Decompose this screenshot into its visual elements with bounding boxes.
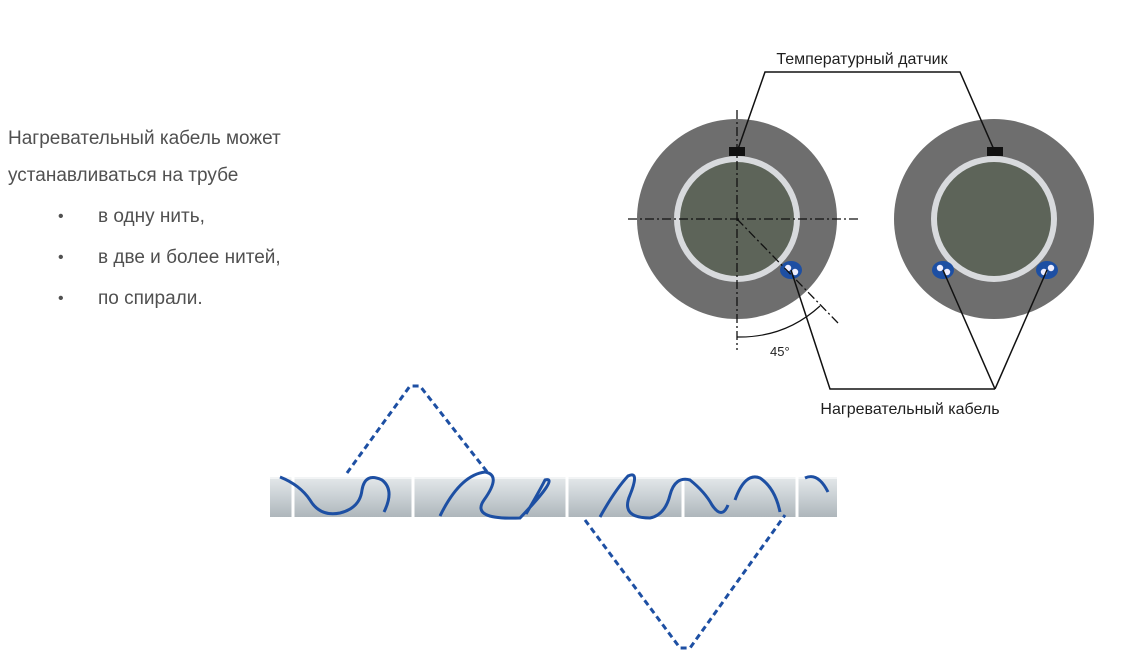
- pipe-body: [270, 477, 837, 517]
- cable-core: [943, 268, 951, 276]
- dashed-cable-path-lower: [583, 514, 787, 650]
- installation-options-list: • в одну нить, • в две и более нитей, • по …: [8, 196, 368, 319]
- angle-axis-line: [736, 218, 839, 324]
- list-item: • по спирали.: [8, 278, 368, 319]
- list-item: • в одну нить,: [8, 196, 368, 237]
- list-item: • в две и более нитей,: [8, 237, 368, 278]
- cable-core: [791, 268, 799, 276]
- angle-arc: [736, 305, 821, 338]
- cable-label: Нагревательный кабель: [820, 401, 999, 418]
- cross-section-single-cable: 45°: [628, 110, 860, 359]
- cable-core: [936, 264, 944, 272]
- spiral-cable-segment: [733, 475, 830, 513]
- cross-section-double-cable: [894, 119, 1094, 319]
- spiral-cable-segment: [279, 475, 391, 516]
- dashed-cable-path-upper: [345, 384, 490, 474]
- cable-leader-line: [790, 269, 995, 390]
- sensor-leader-lines: [736, 71, 996, 153]
- bullet-dot-icon: •: [58, 208, 64, 225]
- cable-core: [784, 264, 792, 272]
- pipe-interior: [937, 162, 1051, 276]
- spiral-cable-segment: [438, 470, 551, 520]
- cable-core: [1047, 264, 1055, 272]
- intro-text: Нагревательный кабель может устанавливат…: [8, 128, 281, 186]
- pipe-spiral-illustration: [270, 384, 837, 650]
- cable-callout: Нагревательный кабель: [790, 269, 1048, 418]
- cable-leader-line: [994, 269, 1048, 390]
- intro-block: Нагревательный кабель может устанавливат…: [8, 120, 368, 319]
- sensor-callout: Температурный датчик: [736, 51, 996, 153]
- list-item-label: по спирали.: [98, 288, 203, 309]
- spiral-cable-segment: [598, 473, 730, 520]
- bullet-dot-icon: •: [58, 290, 64, 307]
- list-item-label: в одну нить,: [98, 206, 205, 227]
- angle-label: 45°: [770, 344, 790, 359]
- bullet-dot-icon: •: [58, 249, 64, 266]
- sensor-label: Температурный датчик: [776, 51, 948, 68]
- list-item-label: в две и более нитей,: [98, 247, 281, 268]
- cable-leader-line: [942, 269, 996, 390]
